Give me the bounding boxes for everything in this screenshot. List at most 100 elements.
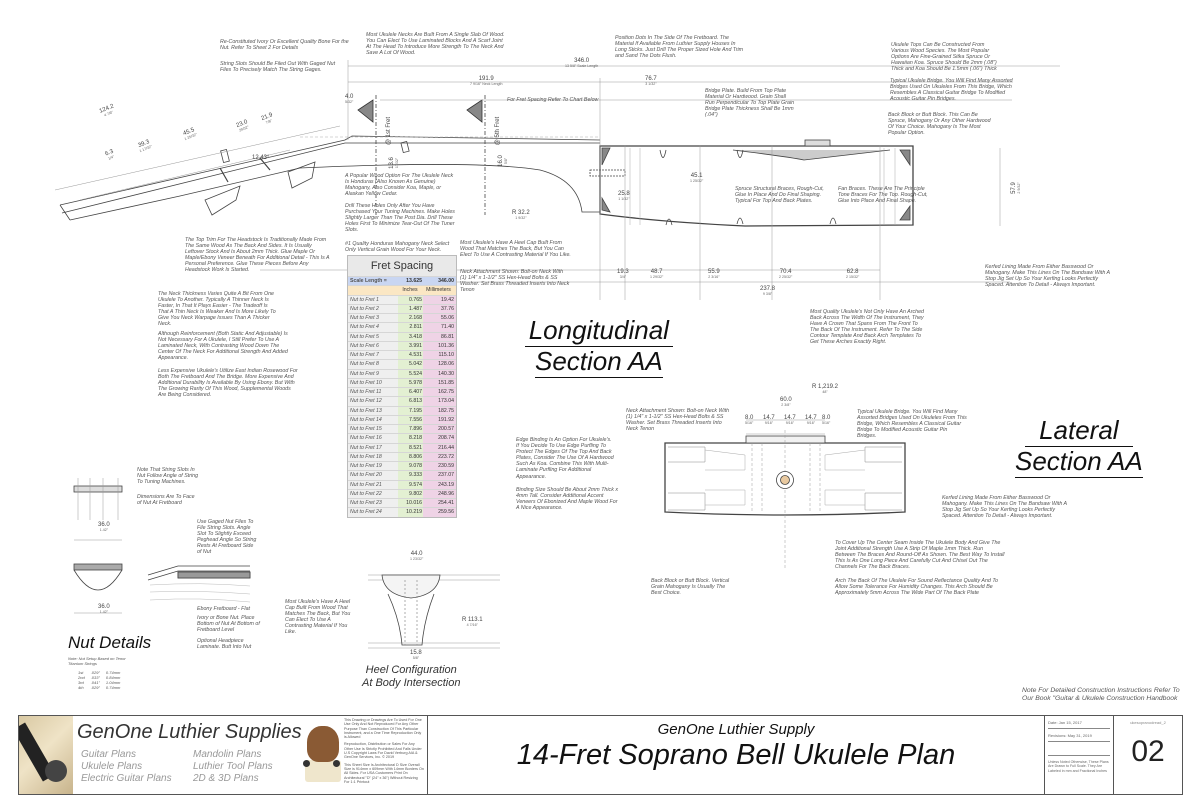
fret-label: Nut to Fret 15 — [348, 425, 398, 434]
scale-length-mm: 346.00 — [423, 277, 456, 286]
string-in: .029" — [90, 685, 100, 690]
dimension-value: 76.7 — [645, 76, 657, 82]
annotation-note: Less Expensive Ukulele's Utilize East In… — [158, 368, 298, 399]
fret-label: Nut to Fret 3 — [348, 314, 398, 323]
fret-label: Nut to Fret 8 — [348, 360, 398, 369]
dimension-value: 15.8 — [410, 650, 422, 656]
dimension-imperial: 2 3/16" — [708, 275, 720, 279]
copyright-paragraph: Reproduction, Distribution or Sales For … — [344, 742, 422, 760]
fret-mm: 216.44 — [423, 443, 456, 452]
dimension-imperial: 9/16" — [764, 421, 773, 425]
title-line: Section AA — [1015, 445, 1143, 478]
dimension-imperial: 48" — [822, 390, 828, 394]
fret-mm: 237.07 — [423, 471, 456, 480]
annotation-note: Position Dots In The Side Of The Fretboa… — [615, 35, 744, 60]
annotation-note: Typical Ukulele Bridge. You Will Find Ma… — [857, 409, 967, 440]
company-name: GenOne Luthier Supply — [657, 721, 815, 738]
annotation-note: Dimensions Are To Face of Nut At Fretboa… — [137, 494, 195, 507]
dimension-value: 48.7 — [650, 269, 663, 275]
fret-mm: 243.19 — [423, 480, 456, 489]
millimeters-header: Millimeters — [423, 286, 456, 295]
fret-inches: 9.078 — [398, 462, 423, 471]
sheet-number: 02 — [1131, 735, 1165, 768]
dimension-value: 19.3 — [617, 269, 629, 275]
fret-mm: 173.04 — [423, 397, 456, 406]
string-gauge-row: 3rd.041"1.04mm — [78, 680, 126, 685]
annotation-note: The Neck Thickness Varies Quite A Bit Fr… — [158, 291, 276, 328]
string-mm: 0.74mm — [105, 685, 121, 690]
neck-and-headstock — [59, 95, 626, 221]
annotation-note: Bridge Plate. Build From Top Plate Mater… — [705, 88, 795, 119]
fret-label: Nut to Fret 10 — [348, 378, 398, 387]
dimension-value: 14.7 — [763, 415, 775, 421]
dimension-imperial: 5/32" — [345, 100, 354, 104]
string-string: 3rd — [78, 680, 84, 685]
fret-inches: 8.521 — [398, 443, 423, 452]
link-mandolin-plans[interactable]: Mandolin Plans — [193, 749, 262, 760]
fret-inches: 7.195 — [398, 406, 423, 415]
link-luthier-tool-plans[interactable]: Luthier Tool Plans — [193, 761, 273, 772]
fret-inches: 8.218 — [398, 434, 423, 443]
link-electric-guitar-plans[interactable]: Electric Guitar Plans — [81, 773, 172, 784]
annotation-note: Re-Constituted Ivory Or Excellent Qualit… — [220, 39, 349, 52]
fret-mm: 200.57 — [423, 425, 456, 434]
fret-inches: 9.574 — [398, 480, 423, 489]
fret-mm: 259.56 — [423, 508, 456, 517]
dimension-imperial: 3 1/32" — [645, 82, 657, 86]
dimension-value: @ 5th Fret — [495, 116, 502, 146]
fret-inches: 0.765 — [398, 295, 423, 304]
heel-drawing — [368, 574, 500, 649]
string-in: .033" — [90, 675, 100, 680]
fret-inches: 10.219 — [398, 508, 423, 517]
dimension-value: 44.0 — [410, 551, 423, 557]
heel-configuration-title: Heel Configuration At Body Intersection — [362, 664, 460, 690]
fret-inches: 8.806 — [398, 452, 423, 461]
annotation-note: Note For Detailed Construction Instructi… — [1022, 687, 1180, 702]
fret-mm: 191.92 — [423, 415, 456, 424]
annotation-note: Ukulele Tops Can Be Constructed From Var… — [891, 42, 997, 73]
fret-mm: 55.06 — [423, 314, 456, 323]
link-2d-3d-plans[interactable]: 2D & 3D Plans — [193, 773, 259, 784]
fret-mm: 115.10 — [423, 351, 456, 360]
dimension-value: 25.8 — [618, 191, 630, 197]
dimension-value: 36.0 — [98, 604, 110, 610]
link-guitar-plans[interactable]: Guitar Plans — [81, 749, 137, 760]
link-ukulele-plans[interactable]: Ukulele Plans — [81, 761, 143, 772]
dimension-value: R 113.1 — [462, 617, 483, 623]
nut-detail-drawings — [73, 478, 251, 614]
dimension-imperial: 2 3/8" — [781, 403, 791, 407]
string-in: .041" — [90, 680, 100, 685]
dimension-imperial: 1.42" — [99, 610, 108, 614]
fret-mm: 230.59 — [423, 462, 456, 471]
dimension-value: 8.0 — [822, 415, 831, 421]
dimension-value: 60.0 — [780, 397, 792, 403]
fret-inches: 9.802 — [398, 489, 423, 498]
dimension-imperial: 9/16" — [806, 421, 815, 425]
dimension-imperial: 4 7/16" — [466, 623, 478, 627]
dimension-imperial: 17/32" — [394, 157, 399, 169]
fret-inches: 10.016 — [398, 499, 423, 508]
fret-label: Nut to Fret 19 — [348, 462, 398, 471]
string-string: 2nd — [78, 675, 85, 680]
annotation-note: Edge Binding Is An Option For Ukulele's.… — [516, 437, 614, 480]
annotation-note: Drill These Holes Only After You Have Pu… — [345, 203, 455, 234]
fret-mm: 254.41 — [423, 499, 456, 508]
dimension-value: 12.43° — [252, 155, 270, 161]
title-line: Longitudinal — [525, 315, 673, 347]
